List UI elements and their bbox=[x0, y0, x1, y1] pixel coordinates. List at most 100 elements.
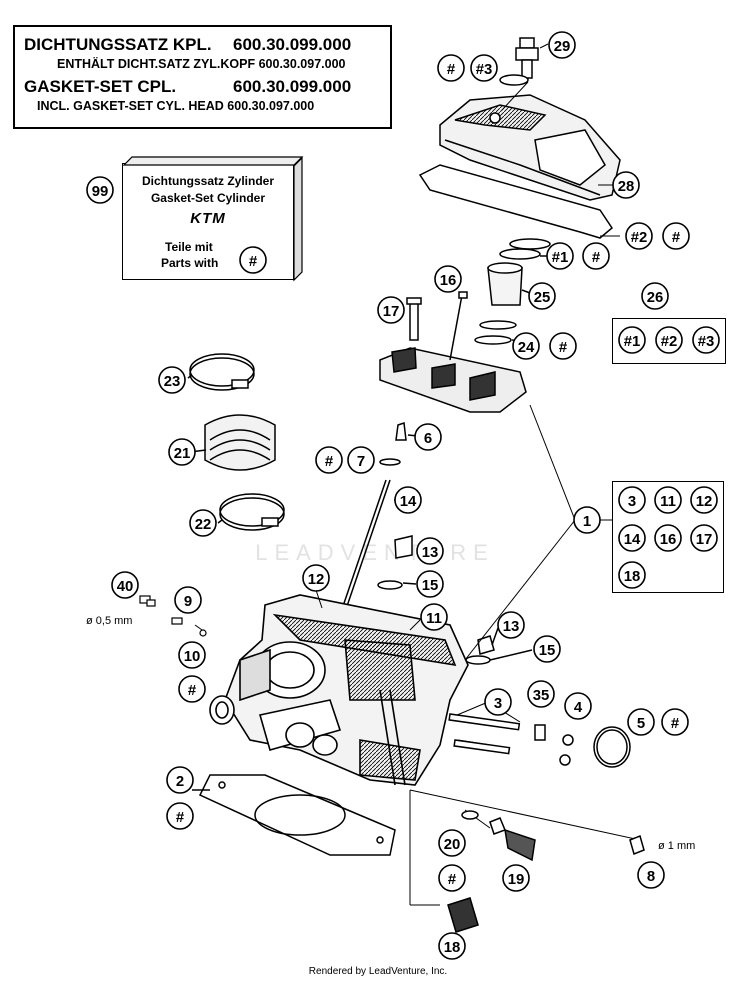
gasket-set-box: DICHTUNGSSATZ KPL. 600.30.099.000 ENTHÄL… bbox=[13, 25, 392, 129]
callout-group: 99#29##328#2##1#16251724#26#1#2#323216#7… bbox=[86, 31, 720, 960]
small-parts-right bbox=[448, 713, 631, 768]
callout-21: 21 bbox=[174, 446, 191, 462]
cover-bolt bbox=[499, 37, 539, 86]
kit-26-item-1-circle bbox=[618, 326, 646, 354]
callout-20: 20 bbox=[444, 837, 461, 853]
kit-26-item-3: #3 bbox=[698, 334, 715, 350]
callout-17: 17 bbox=[383, 304, 400, 320]
gasket-set-en-number: 600.30.099.000 bbox=[233, 77, 352, 96]
callout-23: 23 bbox=[164, 374, 181, 390]
callout-5-circle bbox=[627, 708, 655, 736]
callout-29: 29 bbox=[554, 39, 571, 55]
callout-18-circle bbox=[438, 932, 466, 960]
callout-20-circle bbox=[438, 829, 466, 857]
cover-gasket bbox=[418, 164, 613, 239]
hash-7: # bbox=[325, 454, 334, 470]
spark-plug-tube-seals bbox=[474, 238, 560, 345]
gasket-set-en-includes: INCL. GASKET-SET CYL. HEAD 600.30.097.00… bbox=[37, 99, 315, 113]
hash-28: # bbox=[672, 230, 681, 246]
head-gasket bbox=[192, 774, 396, 856]
kit-1-item-11-circle bbox=[654, 486, 682, 514]
cylinder-kit-parts-de: Teile mit bbox=[165, 240, 213, 254]
kit-26-item-2: #2 bbox=[661, 334, 678, 350]
callout-22-circle bbox=[189, 509, 217, 537]
hash-7-circle bbox=[315, 446, 343, 474]
callout-16-circle bbox=[434, 265, 462, 293]
hash-10-circle bbox=[178, 675, 206, 703]
callout-25: 25 bbox=[534, 290, 551, 306]
callout-3: 3 bbox=[494, 696, 502, 712]
dim-washer-8: ø 1 mm bbox=[658, 840, 695, 852]
callout-26: 26 bbox=[647, 290, 664, 306]
callout-13-upper: 13 bbox=[422, 545, 439, 561]
callout-19-circle bbox=[502, 864, 530, 892]
kit-card-hash: # bbox=[249, 254, 258, 270]
hash-20-circle bbox=[438, 864, 466, 892]
kit-1-item-18-circle bbox=[618, 561, 646, 589]
callout-13-lower: 13 bbox=[503, 619, 520, 635]
callout-15-upper-circle bbox=[416, 570, 444, 598]
kit-card-hash-circle bbox=[239, 246, 267, 274]
callout-4: 4 bbox=[574, 700, 583, 716]
ktm-logo: KTM bbox=[190, 210, 226, 227]
kit-1-item-14-circle bbox=[618, 524, 646, 552]
kit-1-item-16: 16 bbox=[660, 532, 677, 548]
callout-15-upper: 15 bbox=[422, 578, 439, 594]
marker-1-rings: #1 bbox=[552, 250, 569, 266]
hash-rings: # bbox=[592, 250, 601, 266]
gasket-set-de-number: 600.30.099.000 bbox=[233, 35, 352, 54]
hash-10: # bbox=[188, 683, 197, 699]
callout-16: 16 bbox=[440, 273, 457, 289]
callout-7-circle bbox=[347, 446, 375, 474]
kit-1-item-14: 14 bbox=[624, 532, 641, 548]
callout-14-circle bbox=[394, 486, 422, 514]
kit-1-item-12-circle bbox=[690, 486, 718, 514]
marker-3-29-circle bbox=[470, 54, 498, 82]
cylinder-kit-title-en: Gasket-Set Cylinder bbox=[150, 191, 266, 205]
callout-5: 5 bbox=[637, 716, 645, 732]
oil-line-parts bbox=[339, 421, 533, 665]
callout-10-circle bbox=[178, 641, 206, 669]
callout-6-circle bbox=[414, 423, 442, 451]
marker-2-28-circle bbox=[625, 222, 653, 250]
hash-24: # bbox=[559, 340, 568, 356]
callout-2-circle bbox=[166, 766, 194, 794]
callout-4-circle bbox=[564, 692, 592, 720]
callout-13-upper-circle bbox=[416, 537, 444, 565]
callout-11-circle bbox=[420, 603, 448, 631]
cylinder-head bbox=[209, 594, 469, 786]
callout-8: 8 bbox=[647, 869, 655, 885]
sensor-parts bbox=[447, 810, 645, 933]
callout-14: 14 bbox=[400, 494, 417, 510]
callout-1: 1 bbox=[583, 514, 591, 530]
callout-28: 28 bbox=[618, 179, 635, 195]
kit-1-item-16-circle bbox=[654, 524, 682, 552]
kit-26-item-3-circle bbox=[692, 326, 720, 354]
small-screws bbox=[139, 595, 207, 637]
callout-9: 9 bbox=[184, 594, 192, 610]
callout-35-circle bbox=[527, 680, 555, 708]
hash-5-circle bbox=[661, 708, 689, 736]
hash-28-circle bbox=[662, 222, 690, 250]
kit-1-item-18: 18 bbox=[624, 569, 641, 585]
callout-10: 10 bbox=[184, 649, 201, 665]
marker-3-29: #3 bbox=[476, 62, 493, 78]
gasket-set-de-label: DICHTUNGSSATZ KPL. bbox=[24, 35, 212, 54]
hash-5: # bbox=[671, 716, 680, 732]
hash-29a-circle bbox=[437, 54, 465, 82]
callout-15-lower: 15 bbox=[539, 643, 556, 659]
hash-rings-circle bbox=[582, 242, 610, 270]
dim-washer-40: ø 0,5 mm bbox=[86, 615, 132, 627]
callout-99: 99 bbox=[92, 184, 109, 200]
callout-7: 7 bbox=[357, 454, 365, 470]
callout-11: 11 bbox=[426, 611, 442, 627]
hash-20: # bbox=[448, 872, 457, 888]
callout-13-lower-circle bbox=[497, 611, 525, 639]
gasket-set-de-includes: ENTHÄLT DICHT.SATZ ZYL.KOPF 600.30.097.0… bbox=[57, 57, 346, 71]
marker-1-rings-circle bbox=[546, 242, 574, 270]
callout-25-circle bbox=[528, 282, 556, 310]
callout-18: 18 bbox=[444, 940, 461, 956]
callout-2: 2 bbox=[176, 774, 184, 790]
